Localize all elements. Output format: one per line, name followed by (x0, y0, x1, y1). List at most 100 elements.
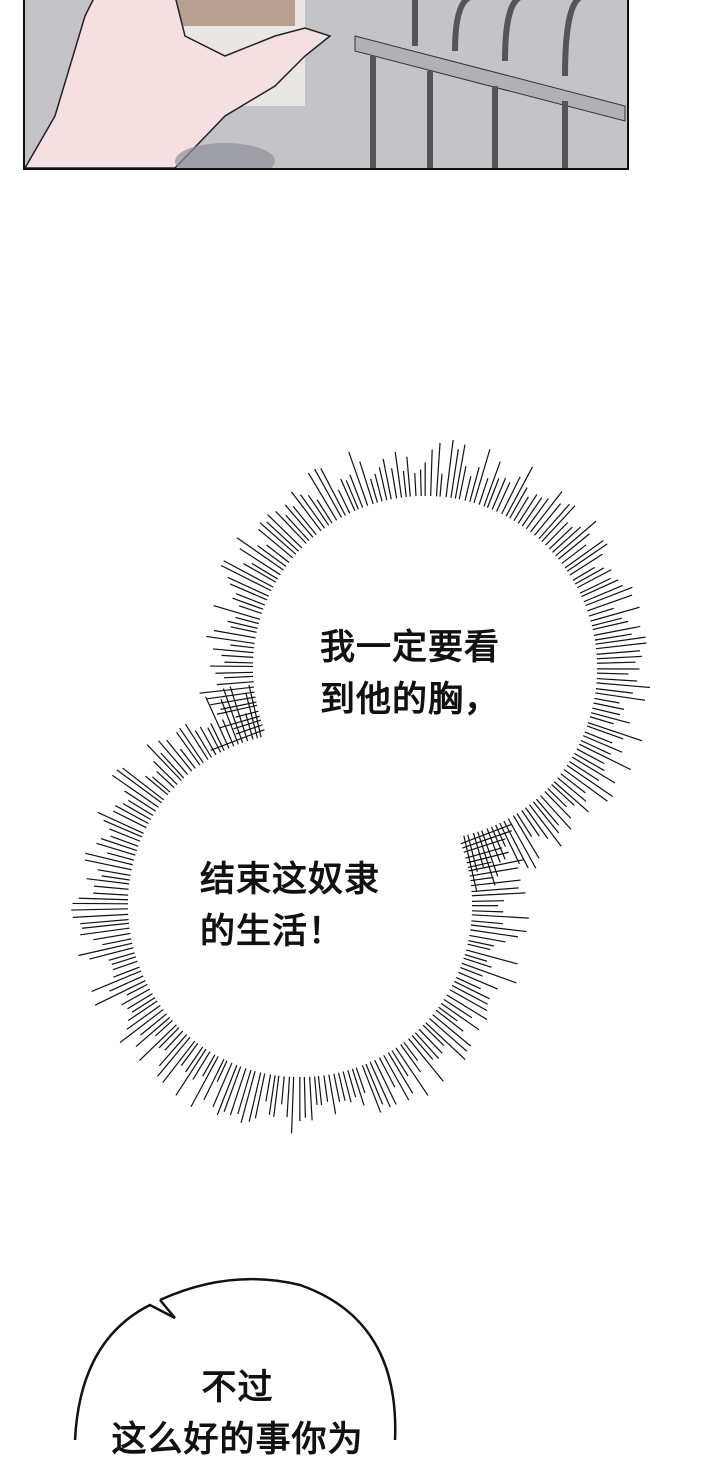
burst-line (471, 925, 527, 932)
burst-line (89, 948, 133, 959)
burst-line (554, 782, 588, 812)
burst-line (157, 1037, 190, 1076)
burst-line (71, 909, 128, 910)
burst-text-top: 我一定要看 到他的胸， (320, 622, 500, 726)
burst-line (127, 984, 148, 995)
burst-line (206, 636, 254, 643)
burst-line (268, 515, 302, 548)
text-line: 这么好的事你为 (60, 1414, 415, 1466)
text-line: 我一定要看 (320, 622, 500, 674)
burst-line (395, 452, 401, 498)
burst-line (591, 713, 630, 723)
burst-line (122, 989, 150, 1005)
burst-line (266, 1074, 271, 1101)
burst-line (217, 682, 254, 685)
burst-line (472, 901, 504, 902)
burst-line (236, 594, 265, 605)
burst-line (396, 1048, 428, 1096)
burst-line (471, 921, 503, 924)
burst-line (221, 702, 257, 709)
burst-line (415, 473, 416, 496)
burst-line (595, 634, 632, 640)
burst-line (206, 697, 229, 749)
burst-line (93, 933, 130, 939)
burst-line (370, 1062, 390, 1107)
burst-line (224, 1066, 241, 1111)
burst-line (471, 888, 518, 892)
burst-line (214, 630, 256, 637)
burst-line (315, 1076, 317, 1105)
burst-line (85, 860, 132, 870)
burst-line (392, 468, 397, 498)
burst-line (431, 450, 433, 496)
burst-line (159, 1034, 186, 1065)
burst-line (594, 698, 619, 703)
burst-line (200, 687, 254, 693)
burst-line (497, 482, 510, 511)
burst-line (595, 693, 645, 700)
burst-line (109, 829, 140, 841)
burst-line (224, 676, 253, 677)
burst-line (96, 843, 135, 855)
burst-line (120, 1009, 163, 1042)
burst-line (73, 914, 128, 917)
burst-line (237, 538, 284, 570)
burst-line (159, 741, 188, 775)
burst-line (80, 928, 129, 935)
burst-line (597, 673, 629, 674)
burst-line (338, 490, 349, 513)
burst-line (356, 1068, 365, 1094)
burst-line (223, 719, 234, 746)
burst-line (249, 1072, 261, 1121)
burst-line (292, 1077, 294, 1133)
burst-line (593, 703, 624, 709)
burst-line (471, 880, 521, 886)
burst-line (240, 549, 281, 575)
text-line: 到他的胸， (320, 674, 500, 726)
burst-line (85, 853, 132, 864)
burst-line (472, 911, 503, 912)
burst-line (596, 689, 633, 693)
burst-line (567, 544, 607, 571)
burst-line (318, 1076, 321, 1105)
burst-line (267, 522, 299, 551)
burst-line (95, 981, 145, 1006)
burst-line (109, 953, 135, 961)
burst-line (282, 1076, 285, 1104)
burst-line (111, 836, 139, 846)
burst-line (465, 476, 471, 501)
burst-line (492, 478, 505, 510)
burst-line (98, 870, 131, 876)
burst-line (572, 757, 615, 783)
burst-line (167, 740, 192, 771)
burst-line (329, 1075, 336, 1115)
burst-line (112, 775, 158, 807)
burst-line (102, 876, 130, 880)
burst-line (222, 655, 254, 657)
burst-line (597, 662, 636, 663)
burst-line (596, 651, 640, 654)
burst-line (590, 607, 639, 621)
burst-line (94, 886, 129, 889)
burst-line (215, 672, 253, 673)
burst-line (233, 598, 264, 609)
burst-line (147, 745, 181, 781)
burst-line (287, 1077, 289, 1117)
burst-line (577, 749, 604, 764)
burst-line (596, 643, 647, 649)
burst-line (421, 470, 422, 496)
burst-line (230, 645, 254, 648)
burst-line (383, 459, 391, 499)
burst-line (285, 505, 313, 538)
burst-line (334, 1074, 340, 1102)
burst-line (102, 939, 131, 945)
burst-line (440, 474, 442, 497)
text-line: 的生活！ (200, 906, 380, 958)
burst-line (456, 977, 481, 988)
burst-line (403, 471, 406, 497)
burst-line (127, 1005, 160, 1029)
speech-text: 不过 这么好的事你为 (60, 1362, 415, 1466)
burst-line (436, 443, 440, 496)
burst-line (596, 683, 650, 688)
burst-line (573, 567, 595, 580)
